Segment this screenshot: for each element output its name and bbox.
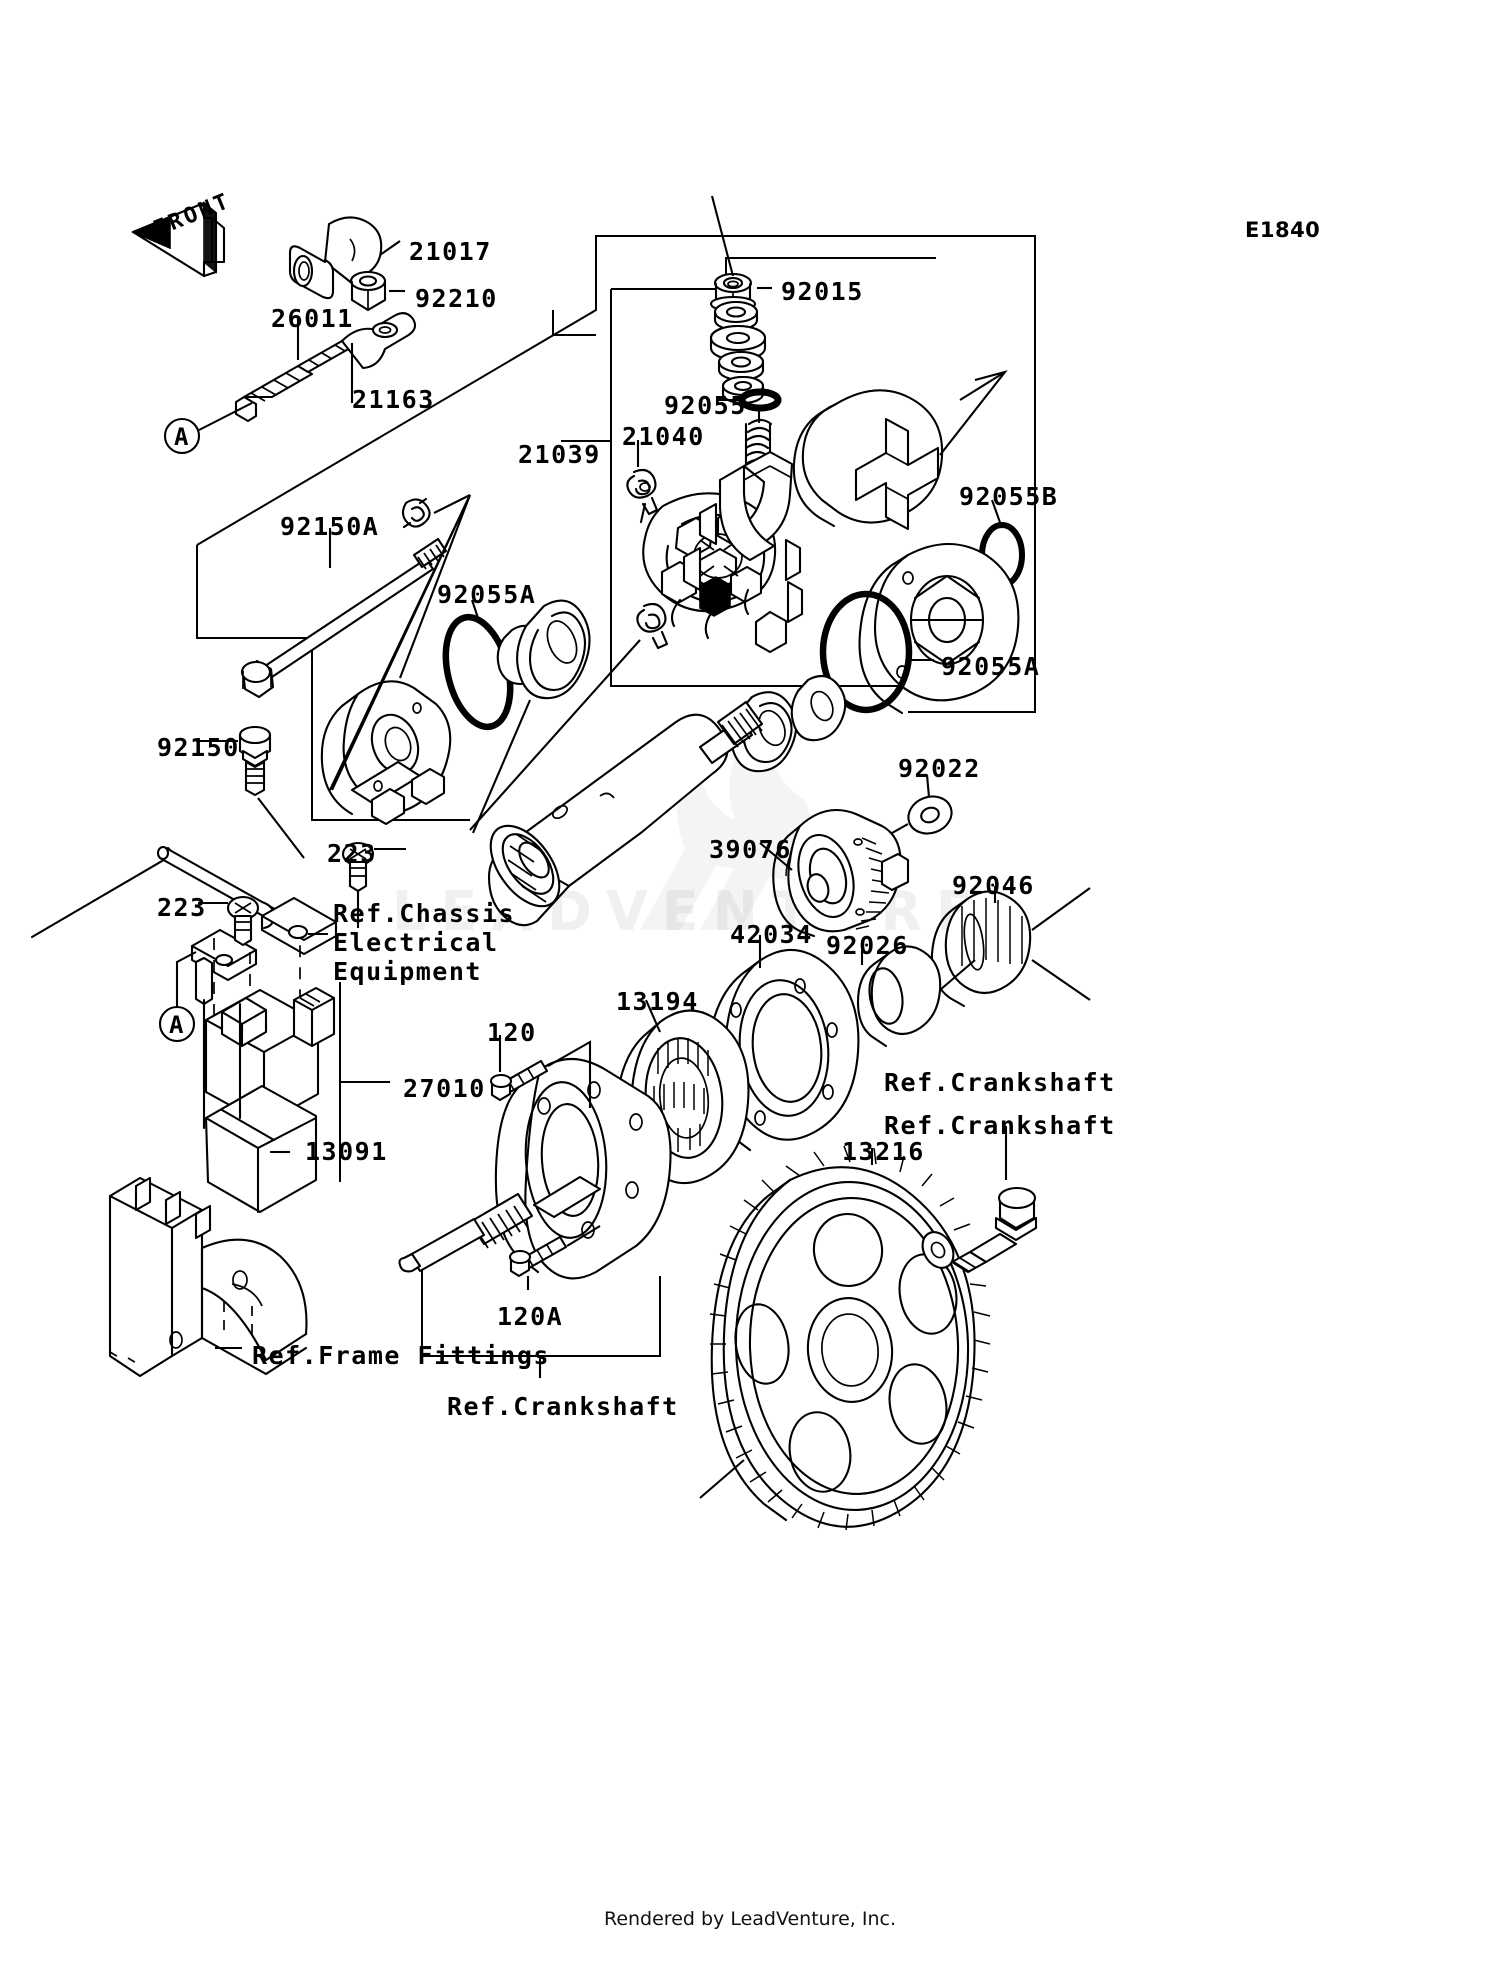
part-13216-graphic <box>709 1145 991 1531</box>
callout-a-upper <box>163 402 253 455</box>
part-label-o-ring-a-right[interactable]: 92055A <box>941 652 1041 681</box>
callout-a-upper-label: A <box>174 423 190 451</box>
part-label-needle-bearing[interactable]: 92046 <box>952 871 1035 900</box>
part-92210-graphic <box>349 270 387 312</box>
part-label-bolt[interactable]: 92150 <box>157 733 240 762</box>
callout-a-lower <box>158 951 197 1043</box>
ref-label-ref-crankshaft-bottom[interactable]: Ref.Crankshaft <box>447 1392 679 1421</box>
left-housing-graphic <box>320 680 452 826</box>
part-label-nut[interactable]: 92210 <box>415 284 498 313</box>
ref-label-line: Ref.Chassis <box>333 899 516 928</box>
bearing-left-graphic <box>496 599 591 700</box>
brush-yoke-graphic <box>682 450 804 654</box>
ref-label-ref-crankshaft-upper[interactable]: Ref.Crankshaft <box>884 1068 1116 1097</box>
part-label-bolt-120[interactable]: 120 <box>487 1018 537 1047</box>
part-label-o-ring[interactable]: 92055 <box>664 391 747 420</box>
part-92026-graphic <box>856 945 942 1048</box>
ref-label-ref-frame-fittings[interactable]: Ref.Frame Fittings <box>252 1341 550 1370</box>
part-label-screw-lower[interactable]: 223 <box>157 893 207 922</box>
part-label-holder[interactable]: 13091 <box>305 1137 388 1166</box>
part-120A-graphic <box>508 1235 568 1278</box>
end-cover-graphic <box>858 542 1020 715</box>
armature-graphic <box>487 700 764 927</box>
part-27010-graphic <box>30 845 338 1214</box>
part-92046-graphic <box>930 890 1032 1008</box>
part-223-upper-graphic <box>341 841 375 893</box>
part-label-brush-spring[interactable]: 21040 <box>622 422 705 451</box>
part-label-collar[interactable]: 42034 <box>730 920 813 949</box>
watermark-logo <box>640 720 812 930</box>
part-label-terminal-cap[interactable]: 21017 <box>409 237 492 266</box>
part-label-starter-relay[interactable]: 27010 <box>403 1074 486 1103</box>
part-label-starter-motor-assy[interactable]: 21163 <box>352 385 435 414</box>
field-shell-graphic <box>792 389 944 531</box>
diagram-code: E1840 <box>1245 218 1321 242</box>
part-21040-lower-spring-graphic <box>636 602 669 650</box>
part-21040-graphic <box>626 468 659 524</box>
part-label-one-way-clutch[interactable]: 13194 <box>616 987 699 1016</box>
part-label-starter-idle-gear[interactable]: 39076 <box>709 835 792 864</box>
clutch-housing-graphic <box>398 1058 672 1280</box>
brush-spring-coil-graphic <box>744 410 773 468</box>
part-label-o-ring-b[interactable]: 92055B <box>959 482 1059 511</box>
part-92150A-graphic <box>240 537 448 699</box>
circlip-graphic <box>401 497 431 529</box>
callout-a-lower-label: A <box>169 1011 185 1039</box>
part-39076-graphic <box>772 808 910 938</box>
part-label-washer[interactable]: 92022 <box>898 754 981 783</box>
front-arrow-graphic <box>130 201 226 278</box>
part-label-screw-upper[interactable]: 223 <box>327 839 377 868</box>
ref-label-ref-crankshaft-lower[interactable]: Ref.Crankshaft <box>884 1111 1116 1140</box>
part-21017-graphic <box>288 216 383 300</box>
part-42034-graphic <box>706 948 860 1152</box>
part-92150-graphic <box>238 725 272 797</box>
part-label-nut-flange[interactable]: 92015 <box>781 277 864 306</box>
crankshaft-bolt-graphic <box>921 1186 1038 1274</box>
washer-stack-graphic <box>709 300 767 405</box>
part-223-lower-graphic <box>226 895 260 947</box>
part-label-lead-wire[interactable]: 26011 <box>271 304 354 333</box>
part-label-starter-clutch-gear[interactable]: 13216 <box>842 1137 925 1166</box>
ref-frame-fittings-graphic <box>108 1176 308 1378</box>
part-label-spacer[interactable]: 92026 <box>826 931 909 960</box>
part-92022-graphic <box>907 795 953 835</box>
part-label-bolt-120a[interactable]: 120A <box>497 1302 564 1331</box>
part-label-o-ring-a-left[interactable]: 92055A <box>437 580 537 609</box>
footer-credit: Rendered by LeadVenture, Inc. <box>603 1908 897 1930</box>
ref-label-line: Equipment <box>333 956 482 986</box>
part-label-brush-holder-assy[interactable]: 21039 <box>518 440 601 469</box>
part-120-graphic <box>489 1059 549 1102</box>
part-label-through-bolt[interactable]: 92150A <box>280 512 380 541</box>
part-26011-graphic <box>234 312 417 423</box>
part-92055A-right-graphic <box>819 590 913 714</box>
ref-label-line: Electrical <box>333 927 499 957</box>
